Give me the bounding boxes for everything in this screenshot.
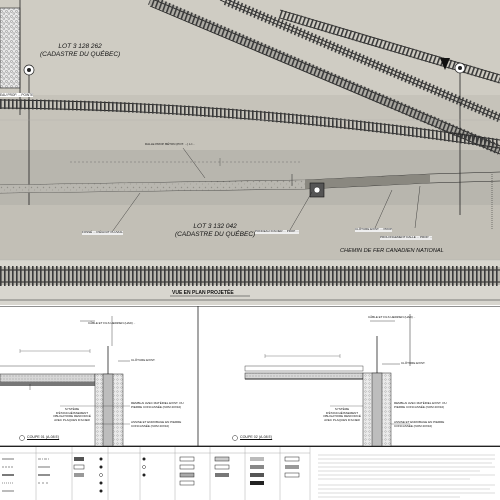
right-base-label: ASSISE ET ENROBAGE EN PIERRE CONCASSÉE (… [394,420,445,428]
section-right-drawing [232,314,411,447]
left-system-label: SYSTÈME D'ÉTANCHÉISSEMENT OBLIGATOIRE RE… [53,407,91,422]
left-base-label: ASSISE ET ENROBAGE EN PIERRE CONCASSÉE (… [131,420,182,428]
plan-svg [0,0,500,305]
right-embankment-label: REMBLAI AVEC MATÉRIEL EXIST. OU PIERRE C… [394,401,447,409]
right-cable-label: CÂBLE ET FILS HERZIEN (HAD) .. [368,315,416,319]
lot-bottom-number: LOT 3 132 042 [193,223,237,230]
right-system-label: SYSTÈME D'ÉTANCHÉISSEMENT OBLIGATOIRE RE… [323,407,361,422]
stone-block [0,7,21,89]
left-note: EAU PROP. ... POINTE [0,93,34,97]
leader-lines [111,147,421,233]
right-box-note: CLÔTURE EXIST. ... PROP. [355,227,393,232]
rail-company-label: CHEMIN DE FER CANADIEN NATIONAL [340,248,444,254]
legend-svg [0,447,495,500]
lot-bottom-cadastre: (CADASTRE DU QUÉBEC) [175,231,256,238]
section-details: CÂBLE ET FILS HERZIEN (HAD) .. CLÔTURE E… [0,305,500,447]
left-box-note: FOSSÉ ... D'ÉGOUT PLUVIAL [82,230,123,235]
bottom-track [0,266,500,286]
left-fence-label: CLÔTURE EXIST. [131,358,156,362]
right-section-title: COUPE 02 (A-08 E) [240,435,273,439]
culvert [0,171,500,230]
plan-view: LOT 3 128 262 (CADASTRE DU QUÉBEC) LOT 3… [0,0,500,305]
left-section-title: COUPE 01 (A-08 E) [27,435,60,439]
pole-left [23,64,35,205]
section-left-drawing [0,316,130,447]
lot-top-cadastre: (CADASTRE DU QUÉBEC) [40,51,121,58]
left-embankment-label: REMBLAI AVEC MATÉRIEL EXIST. OU PIERRE C… [131,401,184,409]
lot-bottom-label: LOT 3 132 042 (CADASTRE DU QUÉBEC) [175,223,255,239]
legend-symbols [2,456,300,493]
legend-strip [0,446,500,500]
details-svg [0,305,500,447]
view-title: VUE EN PLAN PROJETÉE [172,290,234,296]
right-box-note-2: PROLONGEMENT DALLE ... PROP. ... [380,235,433,240]
lot-top-number: LOT 3 128 262 [58,43,102,50]
left-cable-label: CÂBLE ET FILS HERZIEN (HAD) .. [88,321,136,325]
diagonal-tracks [0,0,500,155]
center-box-note: PONCEAU D'ACIER ... PROP. ... [255,229,300,234]
general-notes [318,454,495,498]
right-fence-label: CLÔTURE EXIST. [401,361,426,365]
top-pipe-note: DALLE PROP. BÉTON (POT. ...) L=... [145,142,195,146]
pole-right [440,58,466,215]
lot-top-label: LOT 3 128 262 (CADASTRE DU QUÉBEC) [40,43,120,59]
